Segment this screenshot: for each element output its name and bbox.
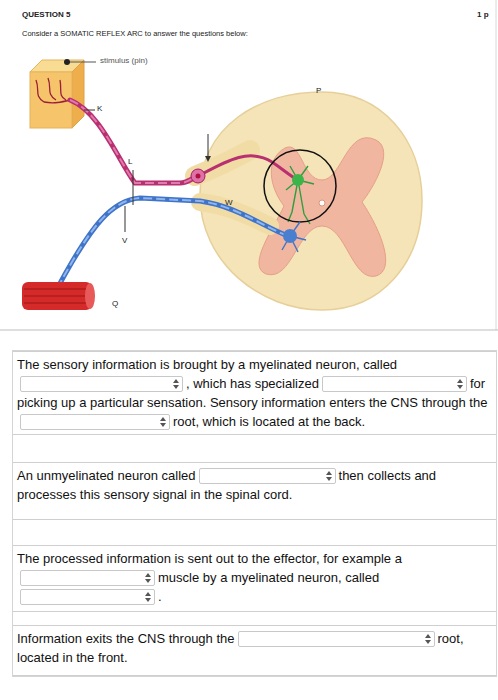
arrow-up xyxy=(173,379,179,383)
arrow-up xyxy=(160,417,166,421)
motor-cell-body xyxy=(283,229,297,243)
callout-letter: V xyxy=(122,237,127,246)
row-text: root, which is located at the back. xyxy=(173,414,365,429)
separator-rule xyxy=(0,330,498,331)
row-text: The processed information is sent out to… xyxy=(17,551,402,566)
dropdown-arrows xyxy=(457,379,463,389)
skin-front xyxy=(30,72,72,128)
callout-letter: P xyxy=(316,87,321,96)
points-value: 1 p xyxy=(477,11,489,20)
nerve-endings xyxy=(36,78,70,103)
pin-head xyxy=(64,59,70,65)
arrow-down xyxy=(145,598,151,602)
callout-letter: W xyxy=(225,199,233,208)
dropdown-arrows xyxy=(145,592,151,602)
question-row: The processed information is sent out to… xyxy=(13,545,496,612)
arrow-head xyxy=(205,156,211,162)
sensory-neuron-axon xyxy=(70,100,198,183)
motor-neuron-axon xyxy=(56,198,288,292)
row-text: , which has specialized xyxy=(186,376,319,391)
question-row: An unmyelinated neuron calledthen collec… xyxy=(13,462,496,520)
dropdown-select xyxy=(20,589,155,605)
myelin-sheath xyxy=(56,198,288,292)
interneuron-cell-body xyxy=(292,174,304,186)
dropdown-select xyxy=(20,570,155,586)
arrow-up xyxy=(145,592,151,596)
myelin-sheath xyxy=(70,100,198,183)
central-canal xyxy=(319,200,325,206)
row-text: muscle by a myelinated neuron, called xyxy=(158,570,379,585)
sensory-neuron-central xyxy=(202,156,298,180)
motor-dendrites xyxy=(282,222,306,252)
muscle xyxy=(22,282,92,310)
spinal-cord-white-matter xyxy=(200,92,422,310)
arrow-down xyxy=(457,385,463,389)
leader-line xyxy=(84,110,95,111)
question-heading: QUESTION 5 xyxy=(22,11,70,20)
highlight-circle xyxy=(264,150,336,222)
dropdown-select xyxy=(322,376,467,392)
leader-line xyxy=(125,206,126,232)
arrow-up xyxy=(457,379,463,383)
dropdown-select xyxy=(20,414,170,430)
leader-line xyxy=(133,170,134,205)
interneuron-dendrites xyxy=(286,166,314,224)
arrow-up xyxy=(145,573,151,577)
dropdown-arrows xyxy=(145,573,151,583)
callout-letter: K xyxy=(97,105,102,114)
pointer-arrow xyxy=(208,134,209,158)
row-text: Information exits the CNS through the xyxy=(17,631,235,646)
arrow-down xyxy=(160,423,166,427)
dropdown-select xyxy=(199,468,336,484)
row-text: The sensory information is brought by a … xyxy=(17,357,397,372)
dropdown-arrows xyxy=(326,471,332,481)
dropdown-select xyxy=(238,631,435,647)
skin-side xyxy=(72,60,84,128)
arrow-down xyxy=(326,477,332,481)
arrow-down xyxy=(145,579,151,583)
dropdown-arrows xyxy=(160,417,166,427)
table-frame xyxy=(13,351,497,677)
leader-line xyxy=(67,62,96,63)
arrow-up xyxy=(425,634,431,638)
stimulus-label: stimulus (pin) xyxy=(100,57,148,66)
muscle-end xyxy=(85,283,95,309)
arrow-down xyxy=(425,640,431,644)
question-row: Information exits the CNS through theroo… xyxy=(13,625,496,676)
callout-letter: Q xyxy=(112,300,118,309)
callout-letter: L xyxy=(128,158,132,167)
muscle-fibres xyxy=(24,289,90,303)
grey-matter xyxy=(259,138,386,277)
question-row: The sensory information is brought by a … xyxy=(13,351,496,435)
frame-line xyxy=(496,0,497,330)
row-text: . xyxy=(158,589,162,604)
dropdown-select xyxy=(20,376,183,392)
dropdown-arrows xyxy=(173,379,179,389)
nucleus xyxy=(196,174,201,179)
dropdown-arrows xyxy=(425,634,431,644)
arrow-down xyxy=(173,385,179,389)
sensory-cell-body xyxy=(191,169,205,183)
row-text: An unmyelinated neuron called xyxy=(17,468,196,483)
arrow-up xyxy=(326,471,332,475)
instruction-text: Consider a SOMATIC REFLEX ARC to answer … xyxy=(22,30,248,38)
